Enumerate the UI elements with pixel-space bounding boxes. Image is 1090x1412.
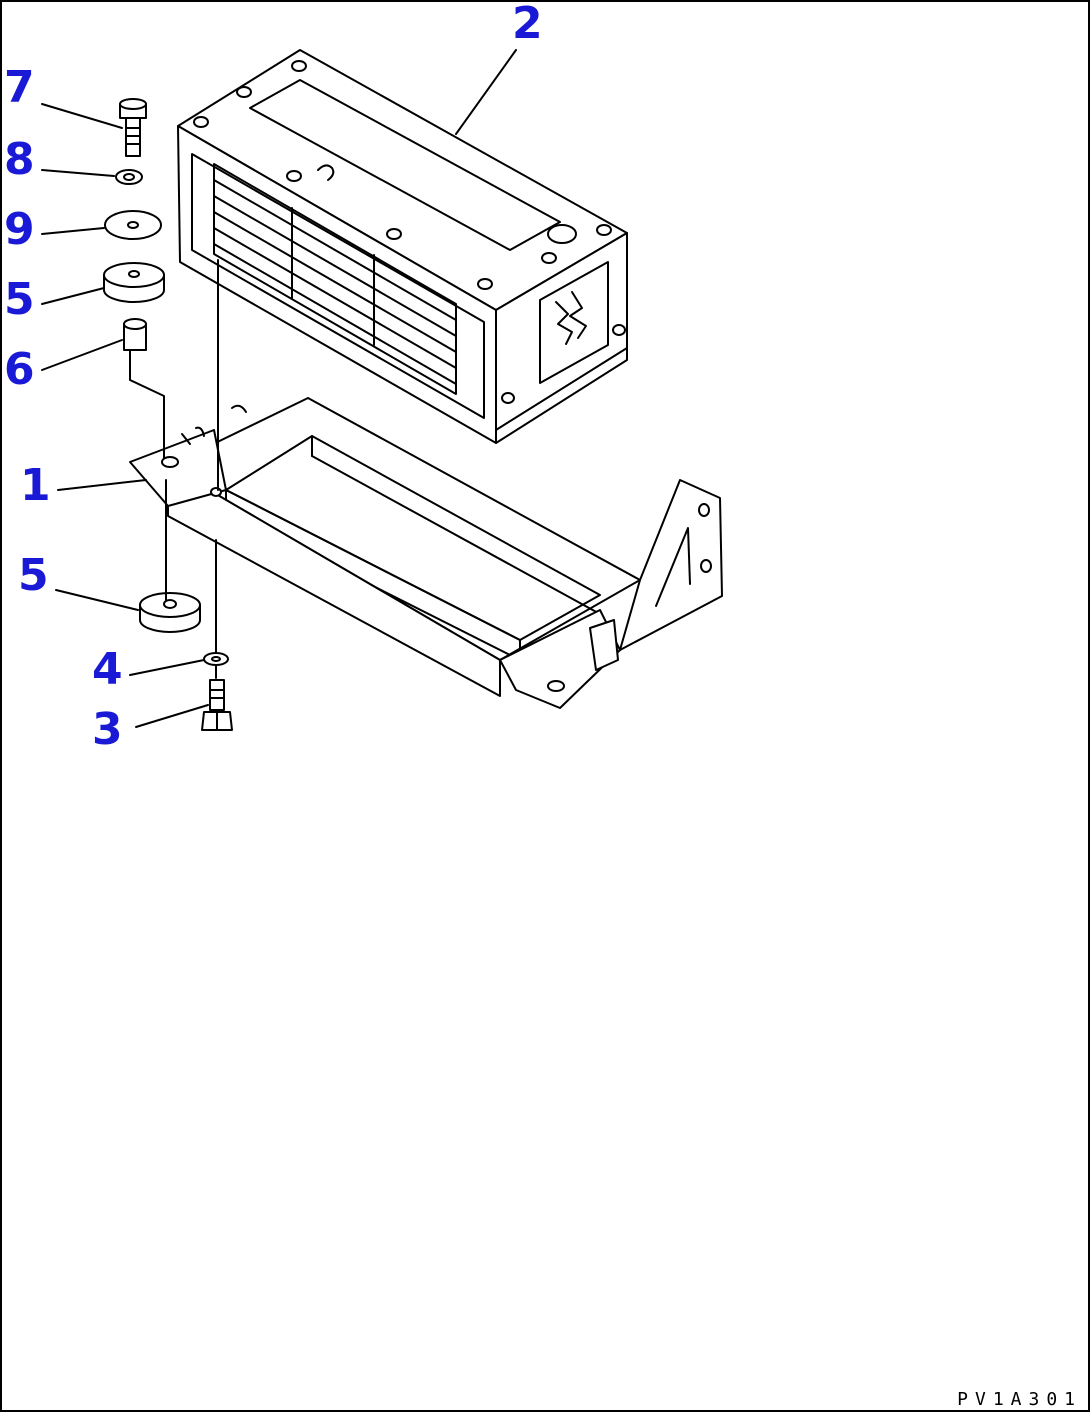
assembly-lines bbox=[129, 259, 219, 679]
unit-front-frame bbox=[191, 153, 485, 419]
cushion-lower-part bbox=[139, 592, 201, 633]
unit-top-plate bbox=[249, 79, 561, 251]
leader-lines bbox=[41, 49, 517, 728]
callout-5-upper: 5 bbox=[4, 274, 35, 325]
callout-5-lower: 5 bbox=[18, 550, 49, 601]
tray-left-flange bbox=[129, 429, 227, 507]
tray-upright-arm bbox=[619, 479, 723, 651]
unit-label-mark bbox=[555, 291, 587, 345]
tray-end-block bbox=[589, 619, 619, 671]
callout-9: 9 bbox=[4, 204, 35, 255]
callout-2: 2 bbox=[512, 0, 543, 49]
drawing-code: PV1A301 bbox=[957, 1389, 1082, 1410]
tray-arm-cut bbox=[655, 527, 691, 607]
spring-washer-part bbox=[115, 169, 143, 185]
callout-1: 1 bbox=[20, 460, 51, 511]
bolt-lower-part bbox=[201, 679, 233, 731]
unit-label-panel bbox=[539, 261, 609, 384]
unit-top-bolts bbox=[193, 60, 626, 404]
unit-hook bbox=[317, 164, 335, 181]
callout-7: 7 bbox=[4, 62, 35, 113]
callout-6: 6 bbox=[4, 344, 35, 395]
callout-4: 4 bbox=[92, 644, 123, 695]
callout-3: 3 bbox=[92, 704, 123, 755]
callout-8: 8 bbox=[4, 134, 35, 185]
bracket-tray bbox=[129, 397, 723, 709]
cushion-upper-part bbox=[103, 262, 165, 303]
plate-washer-part bbox=[104, 210, 162, 240]
tray-flange-marks bbox=[181, 404, 247, 445]
unit-end-face bbox=[495, 232, 628, 444]
bolt-top-part bbox=[119, 98, 147, 157]
washer-lower-part bbox=[203, 652, 229, 666]
unit-box bbox=[177, 49, 628, 444]
unit-grille bbox=[213, 163, 457, 395]
collar-part bbox=[123, 318, 147, 351]
